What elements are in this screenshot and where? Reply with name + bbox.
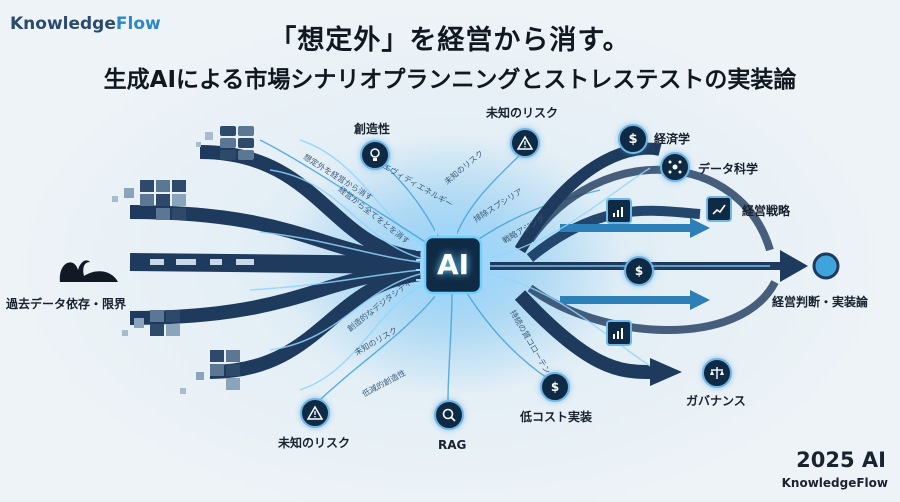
inflow-lights: [249, 139, 431, 391]
node-economics-label: 経済学: [654, 132, 691, 146]
pixel-trail: [150, 259, 254, 265]
node-strategy-label: 経営戦略: [742, 204, 791, 218]
search-icon: [434, 400, 464, 430]
black-swan-icon: [59, 260, 118, 282]
growth-chart-icon: [606, 198, 632, 224]
data-blocks-top: [112, 180, 186, 220]
data-blocks-bottom: [122, 310, 240, 394]
ai-chip-label: AI: [436, 248, 470, 281]
page-title: 「想定外」を経営から消す。: [269, 25, 631, 56]
node-data-science-label: データ科学: [698, 162, 759, 176]
node-creativity-label: 創造性: [354, 122, 391, 136]
dollar-icon: $: [618, 124, 648, 154]
node-rag-label: RAG: [438, 438, 467, 452]
scales-icon: [702, 358, 732, 388]
coins-icon: $: [624, 256, 654, 286]
node-unknown-risk-top-label: 未知のリスク: [486, 106, 559, 120]
hand-coin-icon: $: [540, 372, 570, 402]
brand-name-accent: Flow: [115, 14, 161, 34]
database-icon: [196, 126, 254, 160]
warning-icon: [510, 128, 540, 158]
node-low-cost-label: 低コスト実装: [520, 410, 593, 424]
footer-year: 2025 AI: [796, 448, 886, 472]
brand-logo: KnowledgeFlow: [10, 14, 161, 34]
target-circle: [812, 252, 840, 280]
warning-icon: [300, 398, 330, 428]
chip-icon: [416, 228, 490, 302]
ai-chip: AI: [416, 228, 490, 302]
brand-name: Knowledge: [10, 14, 116, 34]
network-icon: [660, 152, 690, 182]
hub-rays: [259, 139, 601, 401]
target-label: 経営判断・実装論: [772, 295, 869, 309]
strategy-chart-icon: [706, 196, 732, 222]
lightbulb-icon: [360, 140, 390, 170]
node-governance-label: ガバナンス: [686, 394, 746, 408]
page-subtitle: 生成AIによる市場シナリオプランニングとストレステストの実装論: [103, 67, 797, 93]
footer-brand: KnowledgeFlow: [781, 476, 888, 490]
bar-chart-icon: [606, 320, 632, 346]
source-label: 過去データ依存・限界: [6, 297, 127, 311]
node-unknown-risk-bottom-label: 未知のリスク: [278, 436, 351, 450]
